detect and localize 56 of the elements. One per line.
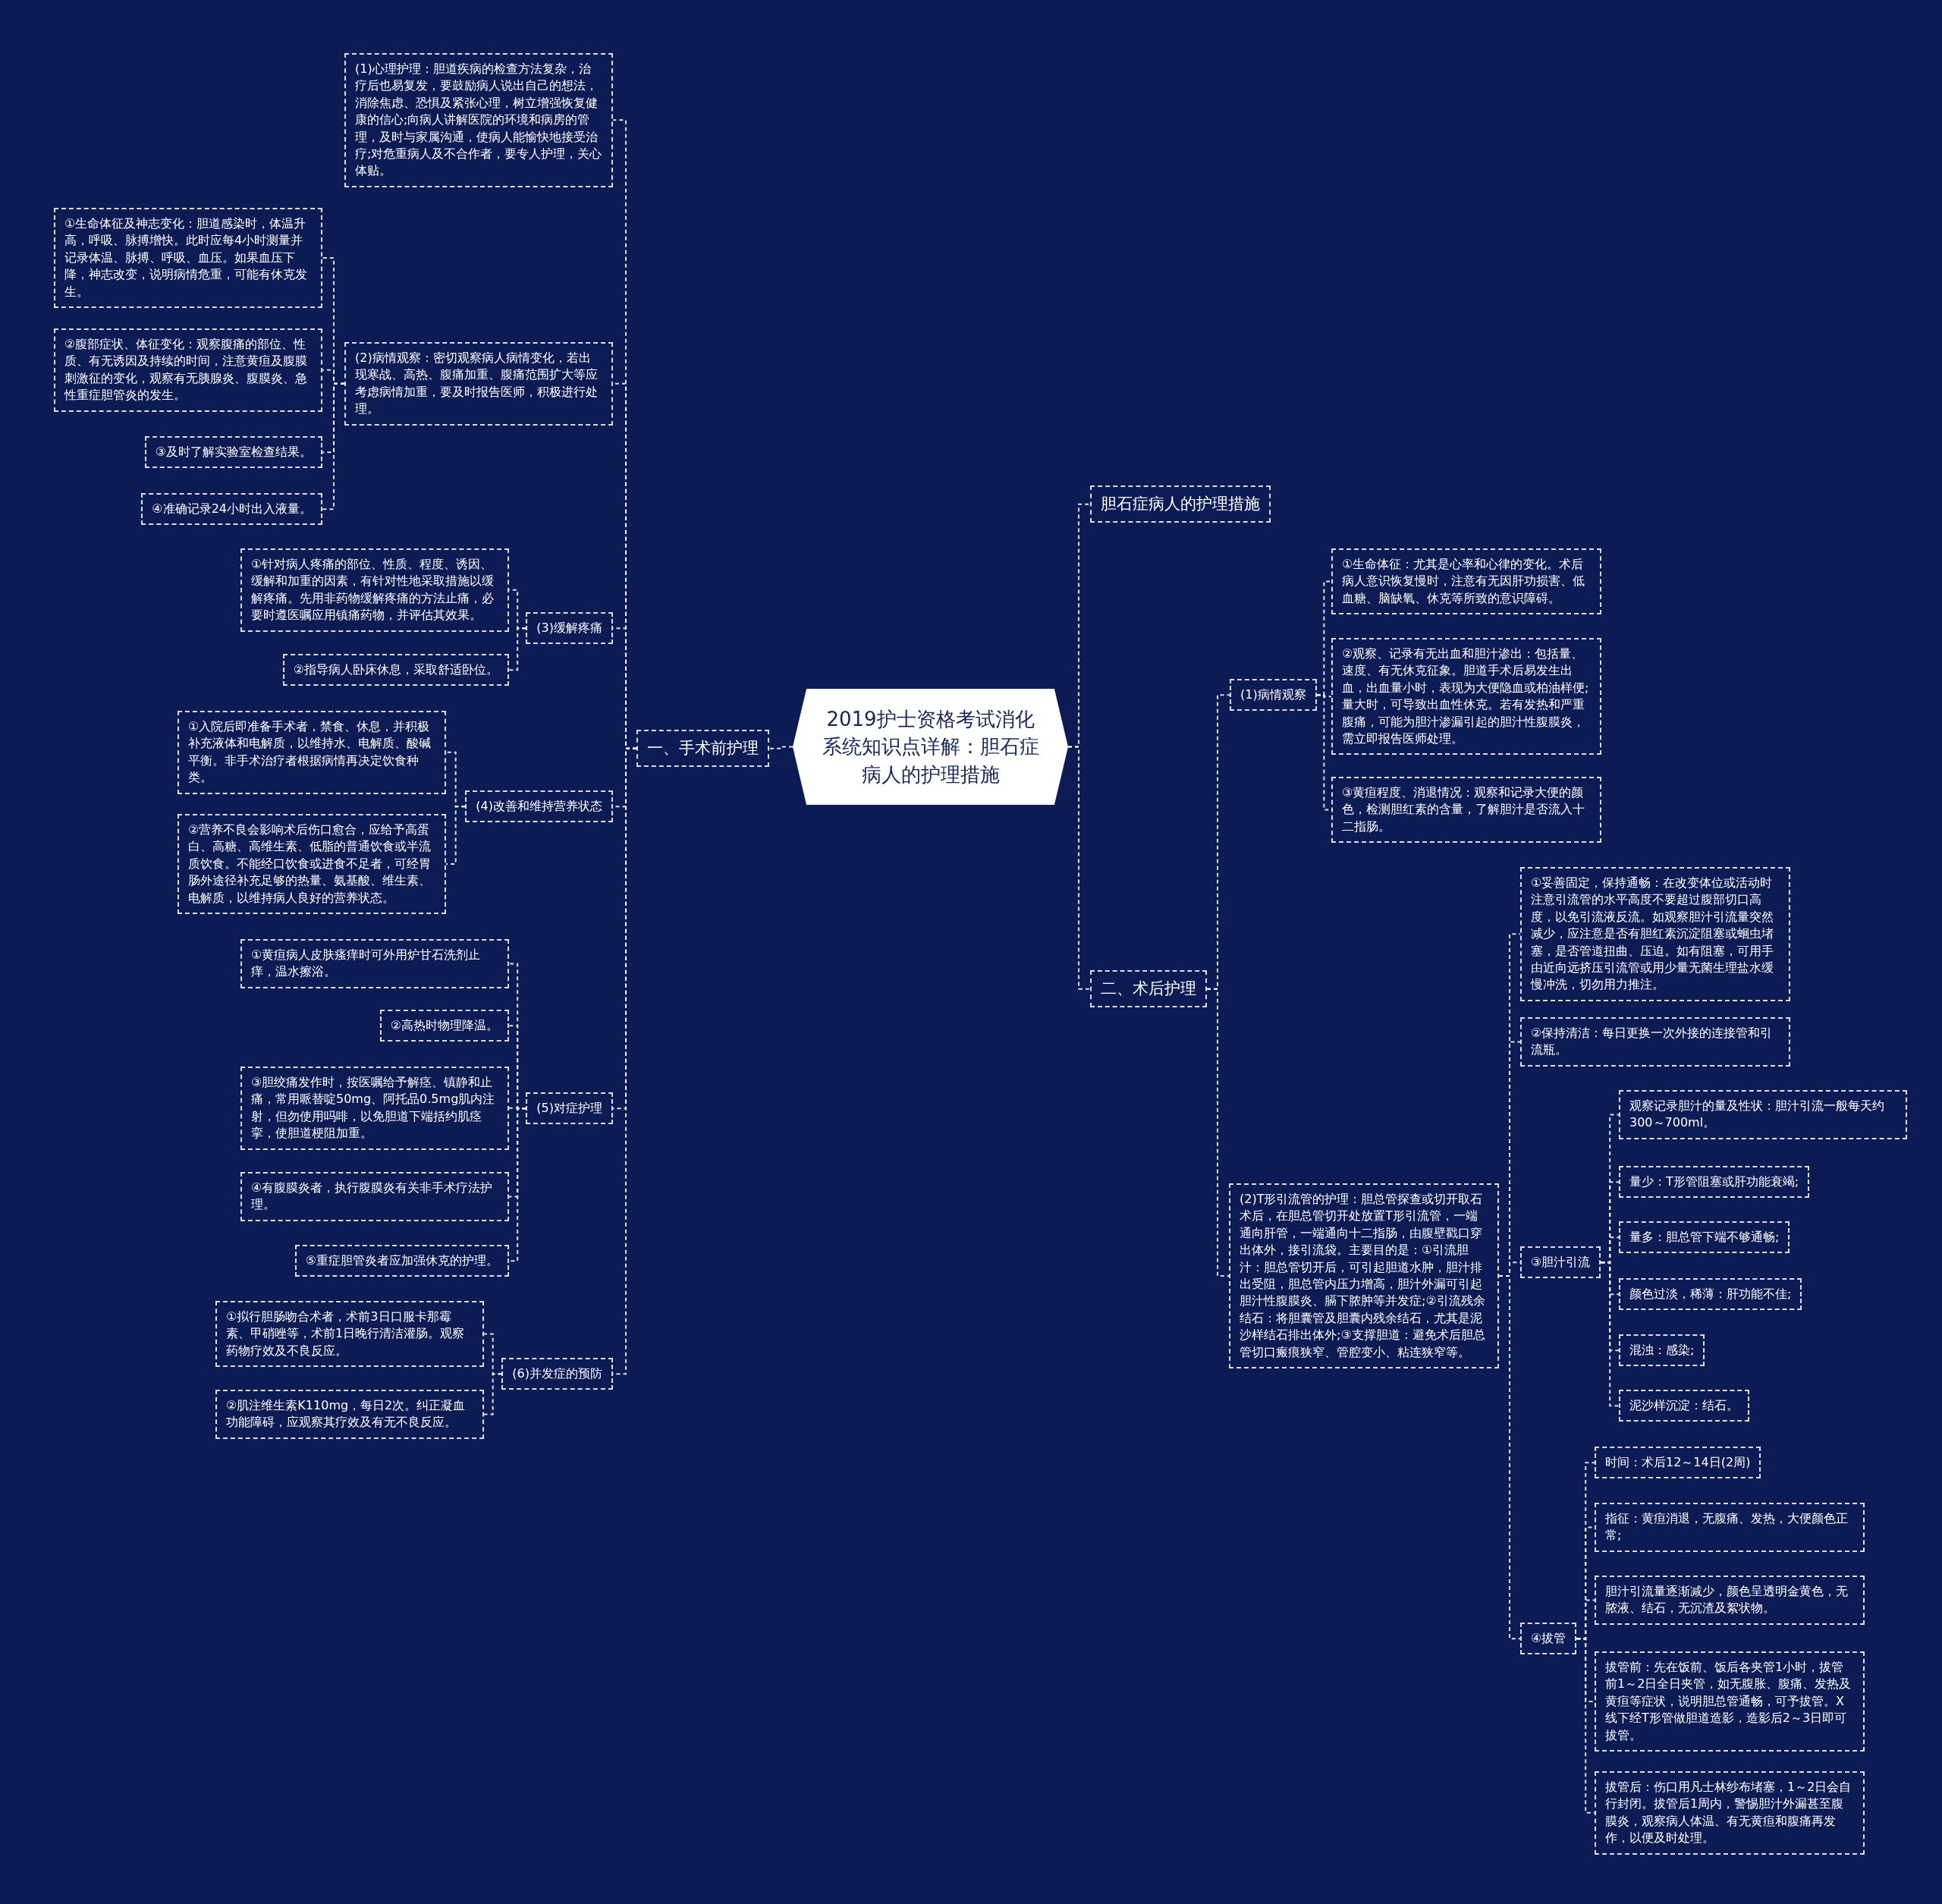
topic-box: 胆汁引流量逐渐减少，颜色呈透明金黄色，无脓液、结石，无沉渣及絮状物。 [1595, 1576, 1865, 1625]
connector-line [1576, 1638, 1595, 1814]
connector-line [612, 747, 637, 1375]
topic-box: 指征：黄疸消退，无腹痛、发热，大便颜色正常; [1595, 1503, 1865, 1552]
connector-line [1600, 1261, 1620, 1407]
topic-box: 拔管前：先在饭前、饭后各夹管1小时，拔管前1～2日全日夹管，如无腹胀、腹痛、发热及黄疸等症状，说明胆总管通畅，可予拔管。X线下经T形管做胆道造影，造影后2～3日即可拔管。 [1595, 1651, 1865, 1752]
topic-box: ①生命体征及神志变化：胆道感染时，体温升高，呼吸、脉搏增快。此时应每4小时测量并记录体温、脉搏、呼吸、血压。如果血压下降，神志改变，说明病情危重，可能有休克发生。 [54, 208, 322, 308]
topic-box: ②保持清洁：每日更换一次外接的连接管和引流瓶。 [1520, 1017, 1790, 1067]
connector-line [1206, 988, 1230, 1277]
connector-line [322, 382, 345, 511]
topic-box: 量多：胆总管下端不够通畅; [1619, 1221, 1790, 1254]
topic-box: (2)T形引流管的护理：胆总管探查或切开取石术后，在胆总管切开处放置T形引流管，一端通向肝管，一端通向十二指肠，由腹壁戳口穿出体外，接引流袋。主要目的是：①引流胆汁：胆总管切开后，可引起胆道水肿，胆汁排出受阻，胆总管内压力增高，胆汁外漏可引起胆汁性腹膜炎、膈下脓肿等并发症;②引流残余结石：将胆囊管及胆囊内残余结石，尤其是泥沙样结石排出体外;③支撑胆道：避免术后胆总管切口瘢痕狭窄、管腔变小、粘连狭窄等。 [1229, 1183, 1499, 1368]
connector-line [768, 746, 793, 749]
topic-box: 量少：T形管阻塞或肝功能衰竭; [1619, 1166, 1810, 1199]
branch-topic: 一、手术前护理 [636, 730, 769, 768]
topic-box: ③及时了解实验室检查结果。 [144, 436, 322, 469]
branch-topic: 二、术后护理 [1090, 970, 1207, 1008]
topic-box: (4)改善和维持营养状态 [465, 790, 613, 823]
connector-line [483, 1373, 503, 1415]
topic-box: ④拔管 [1520, 1623, 1577, 1655]
connector-line [508, 1108, 527, 1262]
topic-box: (2)病情观察：密切观察病人病情变化，若出现寒战、高热、腹痛加重、腹痛范围扩大等应考虑病情加重，要及时报告医师，积极进行处理。 [344, 342, 613, 426]
topic-box: 泥沙样沉淀：结石。 [1619, 1390, 1749, 1422]
topic-box: ③胆绞痛发作时，按医嘱给予解痉、镇静和止痛，常用哌替啶50mg、阿托品0.5mg肌内注射，但勿使用吗啡，以免胆道下端括约肌痉挛，使胆道梗阻加重。 [240, 1067, 509, 1150]
topic-box: 颜色过淡，稀薄：肝功能不佳; [1619, 1278, 1802, 1311]
topic-box: ②观察、记录有无出血和胆汁渗出：包括量、速度、有无休克征象。胆道手术后易发生出血，出血量小时，表现为大便隐血或柏油样便;量大时，可导致出血性休克。若有发热和严重腹痛，可能为胆汁渗漏引起的胆汁性腹膜炎，需立即报告医师处理。 [1331, 638, 1601, 756]
topic-box: ②指导病人卧床休息，采取舒适卧位。 [282, 654, 509, 687]
topic-box: ②腹部症状、体征变化：观察腹痛的部位、性质、有无诱因及持续的时间，注意黄疸及腹膜刺激征的变化，观察有无胰腺炎、腹膜炎、急性重症胆管炎的发生。 [54, 328, 322, 412]
topic-box: ③黄疸程度、消退情况：观察和记录大便的颜色，检测胆红素的含量，了解胆汁是否流入十二指肠。 [1331, 777, 1601, 844]
connector-line [1067, 746, 1091, 990]
topic-box: ②高热时物理降温。 [379, 1010, 509, 1042]
topic-box: ①针对病人疼痛的部位、性质、程度、诱因、缓解和加重的因素，有针对性地采取措施以缓解疼痛。先用非药物缓解疼痛的方法止痛，必要时遵医嘱应用镇痛药物，并评估其效果。 [240, 548, 509, 632]
topic-box: 观察记录胆汁的量及性状：胆汁引流一般每天约300～700ml。 [1619, 1090, 1907, 1139]
topic-box: ①拟行胆肠吻合术者，术前3日口服卡那霉素、甲硝唑等，术前1日晚行清洁灌肠。观察药物疗效及不良反应。 [215, 1301, 484, 1368]
topic-box: ③胆汁引流 [1520, 1246, 1601, 1279]
topic-box: 时间：术后12～14日(2周) [1595, 1447, 1761, 1479]
central-topic: 2019护士资格考试消化系统知识点详解：胆石症病人的护理措施 [793, 689, 1068, 806]
topic-box: (1)心理护理：胆道疾病的检查方法复杂，治疗后也易复发，要鼓励病人说出自己的想法，消除焦虑、恐惧及紧张心理，树立增强恢复健康的信心;向病人讲解医院的环境和病房的管理，及时与家属沟通，使病人能愉快地接受治疗;对危重病人及不合作者，要专人护理，关心体贴。 [344, 53, 613, 187]
topic-box: ②肌注维生素K110mg，每日2次。纠正凝血功能障碍，应观察其疗效及有无不良反应。 [215, 1390, 484, 1439]
topic-box: ①生命体征：尤其是心率和心律的变化。术后病人意识恢复慢时，注意有无因肝功损害、低血糖、脑缺氧、休克等所致的意识障碍。 [1331, 548, 1601, 615]
topic-box: ⑤重症胆管炎者应加强休克的护理。 [294, 1245, 509, 1277]
topic-box: (6)并发症的预防 [501, 1358, 613, 1390]
topic-box: ④准确记录24小时出入液量。 [141, 493, 322, 526]
topic-box: (3)缓解疼痛 [526, 612, 613, 645]
topic-box: ①入院后即准备手术者，禁食、休息，并积极补充液体和电解质，以维持水、电解质、酸碱平衡。非手术治疗者根据病情再决定饮食种类。 [178, 711, 446, 794]
topic-box: 混浊：感染; [1619, 1334, 1705, 1367]
topic-box: ④有腹膜炎者，执行腹膜炎有关非手术疗法护理。 [240, 1172, 509, 1221]
connector-line [508, 627, 527, 671]
topic-box: ①妥善固定，保持通畅：在改变体位或活动时注意引流管的水平高度不要超过腹部切口高度，以免引流液反流。如观察胆汁引流量突然减少，应注意是否有胆红素沉淀阻塞或蛔虫堵塞，是否管道扭曲、压迫。如有阻塞，可用手由近向远挤压引流管或用少量无菌生理盐水缓慢冲洗，切勿用力推注。 [1520, 867, 1790, 1001]
branch-topic: 胆石症病人的护理措施 [1090, 485, 1271, 523]
topic-box: ②营养不良会影响术后伤口愈合，应给予高蛋白、高糖、高维生素、低脂的普通饮食或半流质饮食。不能经口饮食或进食不足者，可经胃肠外途径补充足够的热量、氨基酸、维生素、电解质，以维持病人良好的营养状态。 [178, 814, 446, 914]
topic-box: (5)对症护理 [526, 1092, 613, 1125]
connector-line [445, 806, 467, 865]
topic-box: ①黄疸病人皮肤瘙痒时可外用炉甘石洗剂止痒，温水擦浴。 [240, 939, 509, 988]
topic-box: (1)病情观察 [1230, 679, 1317, 712]
topic-box: 拔管后：伤口用凡士林纱布堵塞，1～2日会自行封闭。拔管后1周内，警惕胆汁外漏甚至腹膜炎，观察病人体温、有无黄疸和腹痛再发作，以便及时处理。 [1595, 1771, 1865, 1855]
